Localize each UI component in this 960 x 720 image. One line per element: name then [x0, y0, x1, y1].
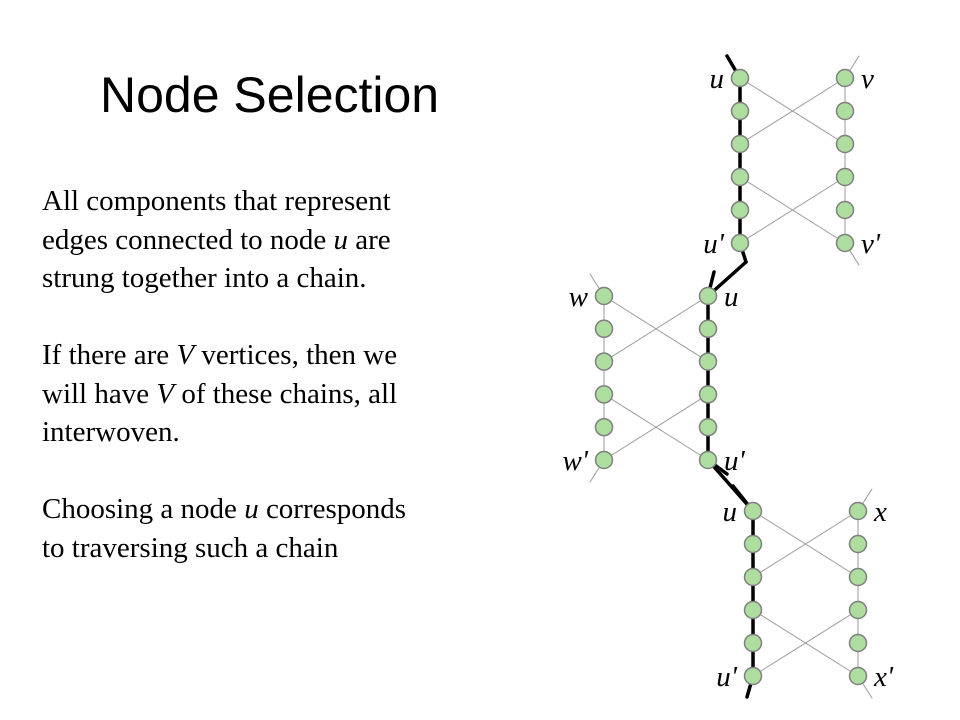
- node-circle: [848, 534, 868, 554]
- slide-body: All components that represent edges conne…: [42, 182, 522, 567]
- node-circle: [698, 385, 718, 404]
- node-label: x': [873, 661, 894, 693]
- edge-line: [603, 393, 709, 461]
- body-text-run: u: [244, 493, 259, 525]
- node-circle: [848, 633, 868, 653]
- body-line: to traversing such a chain: [42, 529, 522, 568]
- node-circle: [835, 134, 855, 154]
- node-circle: [848, 600, 868, 620]
- body-text-run: All components that represent: [42, 185, 391, 217]
- node-circle: [743, 534, 763, 554]
- edge-lines: [589, 55, 873, 699]
- node-circle: [730, 167, 750, 187]
- edge-line: [603, 295, 709, 363]
- body-text-run: V: [176, 339, 195, 371]
- node-circle: [835, 200, 855, 220]
- edge-line: [752, 609, 859, 677]
- node-label: u': [724, 445, 746, 477]
- node-circle: [730, 233, 750, 253]
- body-text-run: of these chains, all: [174, 377, 398, 410]
- body-text-run: strung together into a chain.: [42, 262, 367, 294]
- body-text-run: will have: [42, 377, 157, 410]
- body-text-run: interwoven.: [42, 416, 180, 448]
- node-circle: [730, 68, 750, 88]
- body-line: Choosing a node u corresponds: [42, 490, 522, 529]
- node-circle: [743, 633, 763, 653]
- body-line: strung together into a chain.: [42, 259, 522, 298]
- body-line: edges connected to node u are: [42, 221, 522, 260]
- slide-title: Node Selection: [100, 67, 440, 123]
- node-label: v: [861, 63, 874, 95]
- body-text-run: vertices, then we: [194, 339, 398, 371]
- node-circle: [835, 233, 855, 253]
- body-line: interwoven.: [42, 413, 522, 452]
- node-circle: [835, 167, 855, 187]
- node-circle: [594, 450, 614, 470]
- node-circle: [743, 666, 763, 686]
- node-circle: [594, 352, 614, 371]
- body-line: If there are V vertices, then we: [42, 336, 522, 375]
- body-paragraph: All components that represent edges conne…: [42, 182, 522, 298]
- chain-link: [706, 458, 755, 513]
- body-text-run: corresponds: [258, 493, 407, 525]
- node-circle: [743, 567, 763, 587]
- node-circle: [594, 385, 614, 404]
- node-circle: [848, 666, 868, 686]
- node-label: v': [861, 228, 881, 260]
- node-label: u: [723, 496, 738, 528]
- gadget-nodes: [594, 68, 868, 686]
- node-circle: [743, 600, 763, 620]
- body-line: will have V of these chains, all: [42, 375, 522, 414]
- node-label: u': [703, 228, 725, 260]
- node-circle: [594, 286, 614, 306]
- u-chain: [706, 54, 755, 699]
- body-text-run: are: [348, 223, 391, 256]
- body-text-run: u: [333, 223, 349, 256]
- node-circle: [698, 417, 718, 437]
- node-label: u: [710, 63, 725, 95]
- node-circle: [730, 101, 750, 121]
- node-label: u': [716, 661, 738, 693]
- node-label: u: [724, 281, 739, 313]
- node-circle: [848, 567, 868, 587]
- node-label: w: [569, 281, 589, 313]
- body-text-run: edges connected to node: [42, 223, 334, 256]
- node-circle: [698, 450, 718, 470]
- body-text-run: to traversing such a chain: [42, 531, 339, 564]
- node-circle: [698, 319, 718, 339]
- node-labels: u v u' v' w u w' u' u x u' x': [562, 63, 893, 693]
- node-circle: [730, 200, 750, 220]
- edge-line: [739, 77, 846, 145]
- node-circle: [835, 68, 855, 88]
- body-text-run: Choosing a node: [42, 493, 245, 525]
- node-circle: [743, 501, 763, 521]
- node-circle: [594, 319, 614, 339]
- node-circle: [730, 134, 750, 154]
- node-circle: [594, 417, 614, 437]
- node-label: x: [873, 496, 887, 528]
- node-circle: [848, 501, 868, 521]
- body-text-run: V: [156, 377, 175, 410]
- node-label: w': [562, 445, 588, 477]
- node-circle: [835, 101, 855, 121]
- edge-line: [752, 510, 859, 578]
- body-text-run: If there are: [42, 339, 177, 371]
- node-circle: [698, 352, 718, 371]
- body-line: All components that represent: [42, 182, 522, 221]
- node-circle: [698, 286, 718, 306]
- edge-line: [739, 176, 846, 244]
